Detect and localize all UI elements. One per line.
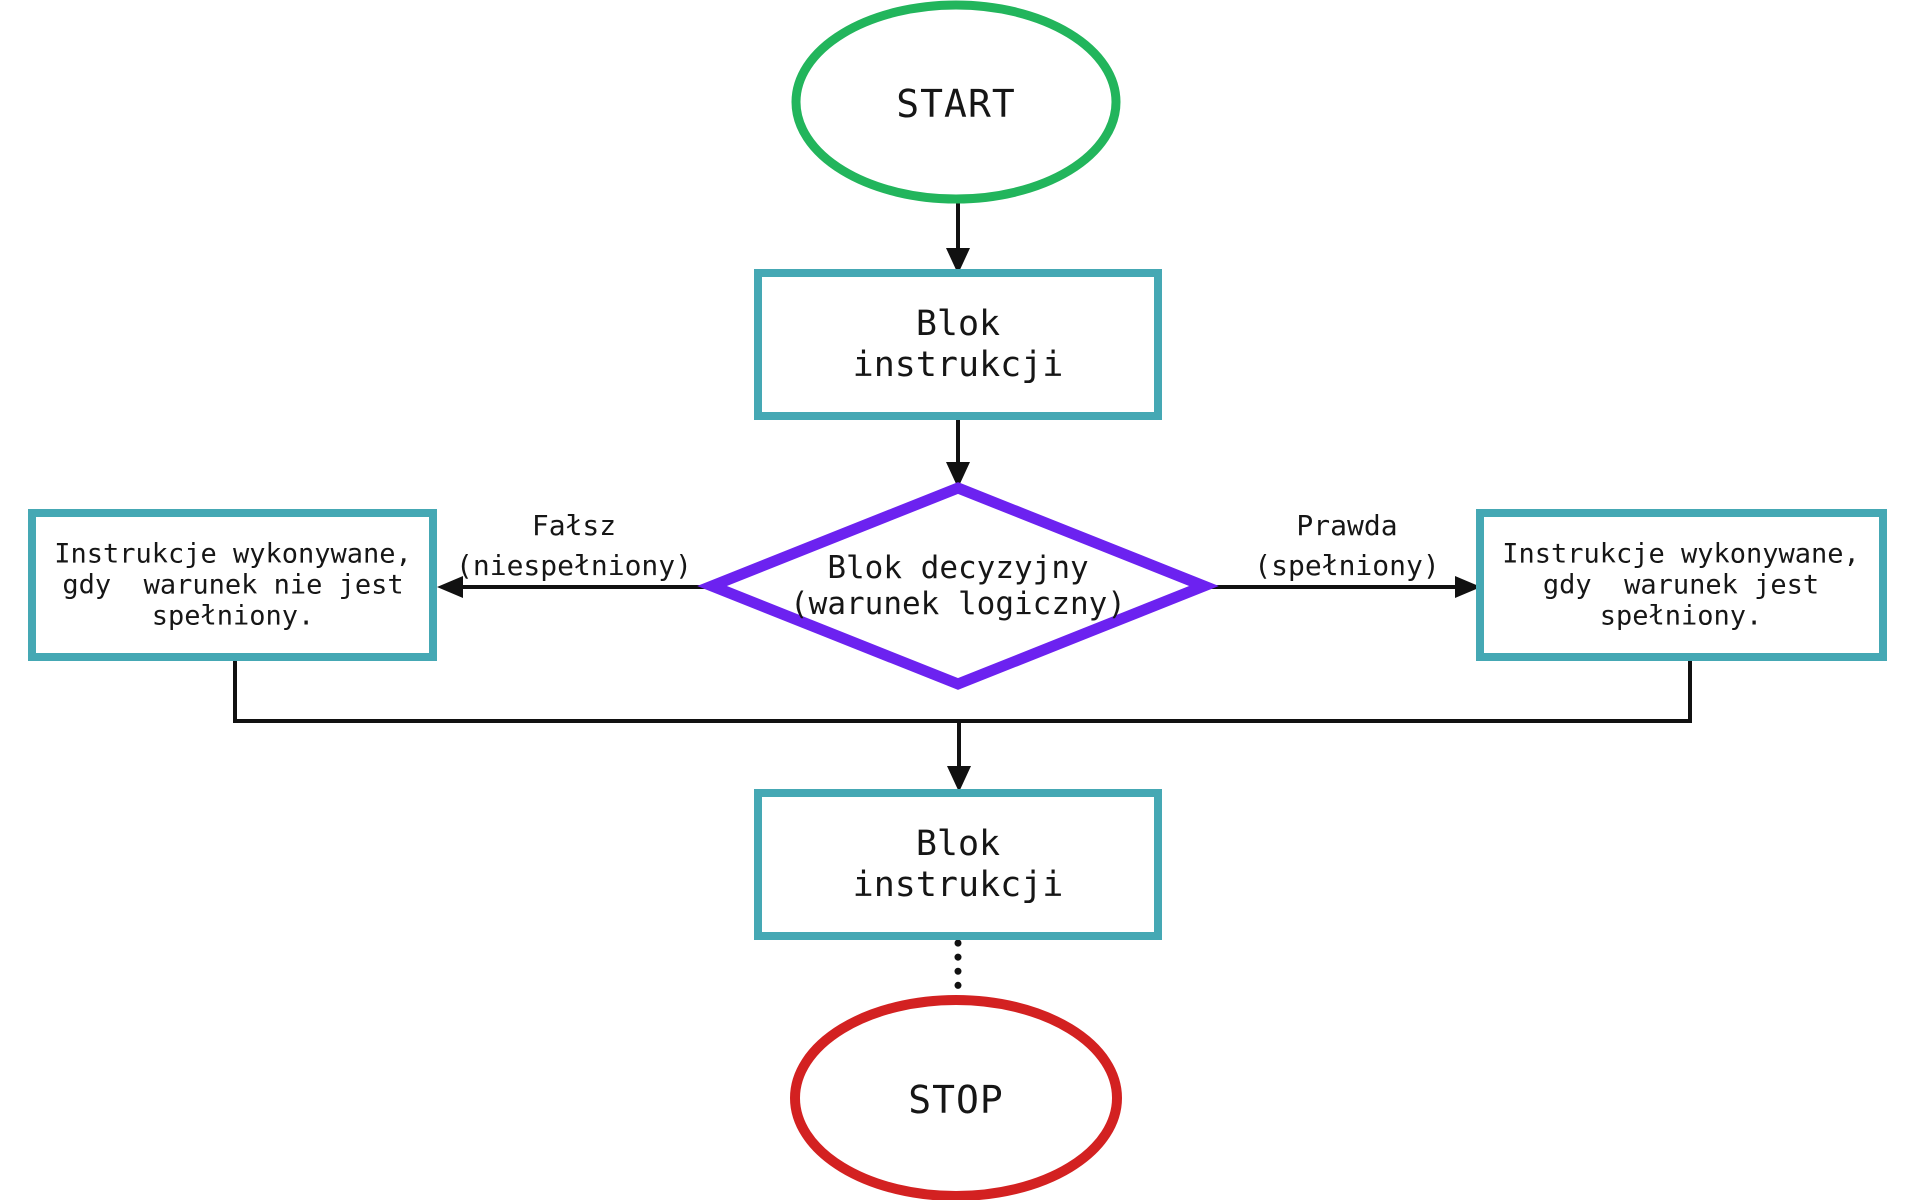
false-branch-label: Fałsz (niespełniony) [455, 509, 693, 582]
stop-label: STOP [908, 1078, 1004, 1122]
connector-merge [233, 657, 1692, 723]
block1-label: Blok instrukcji [852, 304, 1064, 385]
stop-node [790, 995, 1122, 1200]
leftbox-node [28, 509, 437, 661]
arrowhead-into-leftbox [437, 576, 463, 598]
leftbox-label: Instrukcje wykonywane, gdy warunek nie j… [54, 538, 412, 632]
arrowhead-into-block2 [947, 766, 971, 792]
rightbox-label: Instrukcje wykonywane, gdy warunek jest … [1502, 538, 1860, 632]
start-label: START [896, 82, 1016, 126]
arrowhead-into-block1 [946, 248, 970, 274]
arrowhead-into-decision [946, 462, 970, 488]
decision-node [697, 482, 1219, 690]
true-branch-label: Prawda (spełniony) [1254, 509, 1440, 582]
block2-node [754, 789, 1162, 940]
decision-label: Blok decyzyjny (warunek logiczny) [790, 550, 1126, 622]
start-node [791, 0, 1121, 204]
rightbox-node [1476, 509, 1887, 661]
arrowhead-into-rightbox [1455, 576, 1481, 598]
block1-node [754, 269, 1162, 420]
block2-label: Blok instrukcji [852, 824, 1064, 905]
